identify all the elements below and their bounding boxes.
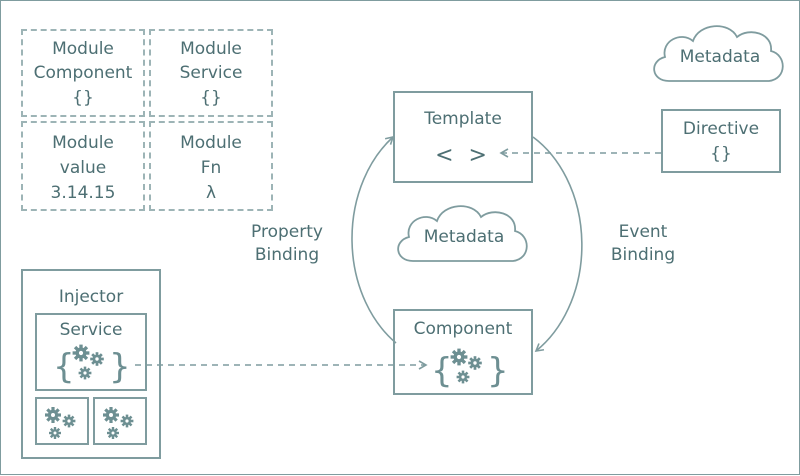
module-fn-line3: λ [205, 183, 217, 203]
module-component-line3: {} [72, 88, 94, 108]
module-fn-line1: Module [180, 133, 242, 153]
event-binding-line1: Event [618, 222, 668, 242]
module-service-line3: {} [200, 88, 222, 108]
template-box: Template < > [393, 91, 533, 183]
injector-service-box: Service [35, 313, 147, 391]
component-title: Component [413, 319, 513, 339]
metadata-cloud-center-label: Metadata [423, 227, 505, 247]
module-service-line1: Module [180, 39, 242, 59]
event-binding-label: Event Binding [603, 221, 683, 267]
module-value-line1: Module [52, 133, 114, 153]
module-component-box: Module Component {} [21, 29, 145, 117]
module-component-line1: Module [52, 39, 114, 59]
module-service-line2: Service [179, 63, 243, 83]
property-binding-arrow [351, 135, 397, 344]
module-value-box: Module value 3.14.15 [21, 121, 145, 211]
directive-box: Directive {} [661, 109, 781, 173]
event-binding-line2: Binding [610, 245, 676, 265]
event-binding-arrow [532, 136, 583, 353]
module-value-line2: value [59, 158, 107, 178]
injector-service-label: Service [59, 320, 123, 340]
template-title: Template [424, 109, 502, 129]
directive-symbol: {} [710, 144, 732, 164]
module-component-line2: Component [33, 63, 133, 83]
component-box: Component [393, 309, 533, 395]
injector-child-box-2 [93, 397, 147, 445]
directive-title: Directive [682, 119, 760, 139]
template-symbol: < > [435, 143, 491, 168]
property-binding-line1: Property [251, 222, 323, 242]
module-service-box: Module Service {} [149, 29, 273, 117]
module-fn-line2: Fn [200, 158, 222, 178]
injector-title: Injector [58, 287, 124, 307]
metadata-cloud-top-label: Metadata [679, 47, 761, 67]
injector-child-box-1 [35, 397, 89, 445]
module-fn-box: Module Fn λ [149, 121, 273, 211]
property-binding-line2: Binding [254, 245, 320, 265]
property-binding-label: Property Binding [247, 221, 327, 267]
module-value-line3: 3.14.15 [50, 183, 116, 203]
